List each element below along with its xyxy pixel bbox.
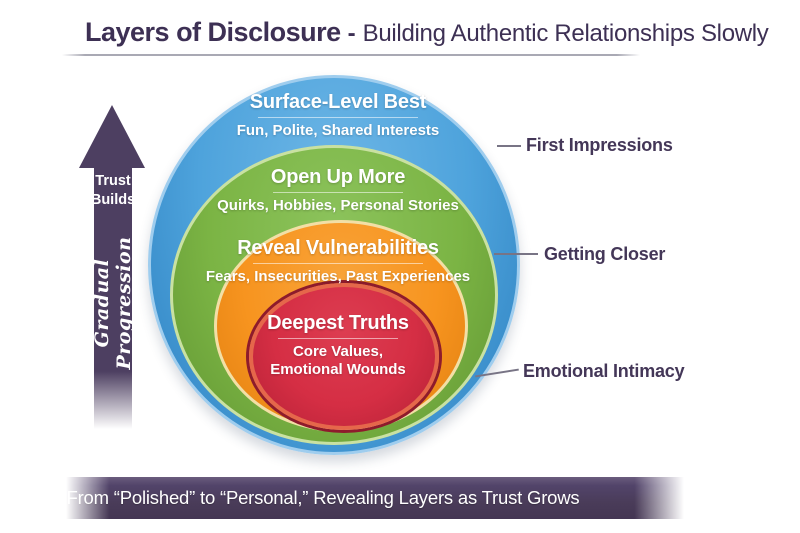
layer-detail: Fears, Insecurities, Past Experiences <box>205 268 471 285</box>
layer-text-open-up-more: Open Up More Quirks, Hobbies, Personal S… <box>178 166 498 215</box>
bottom-banner: From “Polished” to “Personal,” Revealing… <box>66 477 684 519</box>
callout-label-emotional-intimacy: Emotional Intimacy <box>523 361 685 381</box>
banner-text: From “Polished” to “Personal,” Revealing… <box>66 487 580 508</box>
layer-ellipse-deepest-truths <box>249 283 439 430</box>
arrow-shaft <box>94 167 132 429</box>
layer-title-rule <box>273 192 403 193</box>
layer-detail: Quirks, Hobbies, Personal Stories <box>217 197 459 214</box>
callout-label-first-impressions: First Impressions <box>526 135 673 155</box>
layer-detail-line2: Emotional Wounds <box>270 361 406 378</box>
callout-line-first-impressions <box>497 145 521 147</box>
layer-title: Surface-Level Best <box>249 91 427 113</box>
layer-title-rule <box>258 117 418 118</box>
layer-title-rule <box>278 338 398 339</box>
title-main: Layers of Disclosure <box>85 17 341 47</box>
gradual-progression-label: Gradual Progression <box>91 236 135 370</box>
layer-title: Reveal Vulnerabilities <box>237 237 439 259</box>
layer-text-deepest-truths: Deepest Truths Core Values, Emotional Wo… <box>178 312 498 379</box>
title-separator: - <box>347 20 356 47</box>
up-arrow-icon <box>79 105 145 168</box>
trust-builds-label: Trust Builds <box>86 172 140 210</box>
trust-builds-line1: Trust <box>95 173 131 189</box>
layer-title-rule <box>253 263 423 264</box>
layer-detail-line1: Core Values, <box>292 343 384 360</box>
trust-builds-line2: Builds <box>90 191 136 208</box>
callout-label-getting-closer: Getting Closer <box>544 244 666 264</box>
title-subtitle: Building Authentic Relationships Slowly <box>362 20 769 47</box>
layer-title: Deepest Truths <box>267 312 409 334</box>
layer-text-surface-level-best: Surface-Level Best Fun, Polite, Shared I… <box>178 91 498 140</box>
layer-detail: Fun, Polite, Shared Interests <box>236 122 440 139</box>
page-title: Layers of Disclosure - Building Authenti… <box>85 17 769 48</box>
title-underline-rule <box>62 54 640 56</box>
layer-title: Open Up More <box>270 166 406 188</box>
callout-line-getting-closer <box>494 253 538 255</box>
layer-text-reveal-vulnerabilities: Reveal Vulnerabilities Fears, Insecuriti… <box>178 237 498 286</box>
